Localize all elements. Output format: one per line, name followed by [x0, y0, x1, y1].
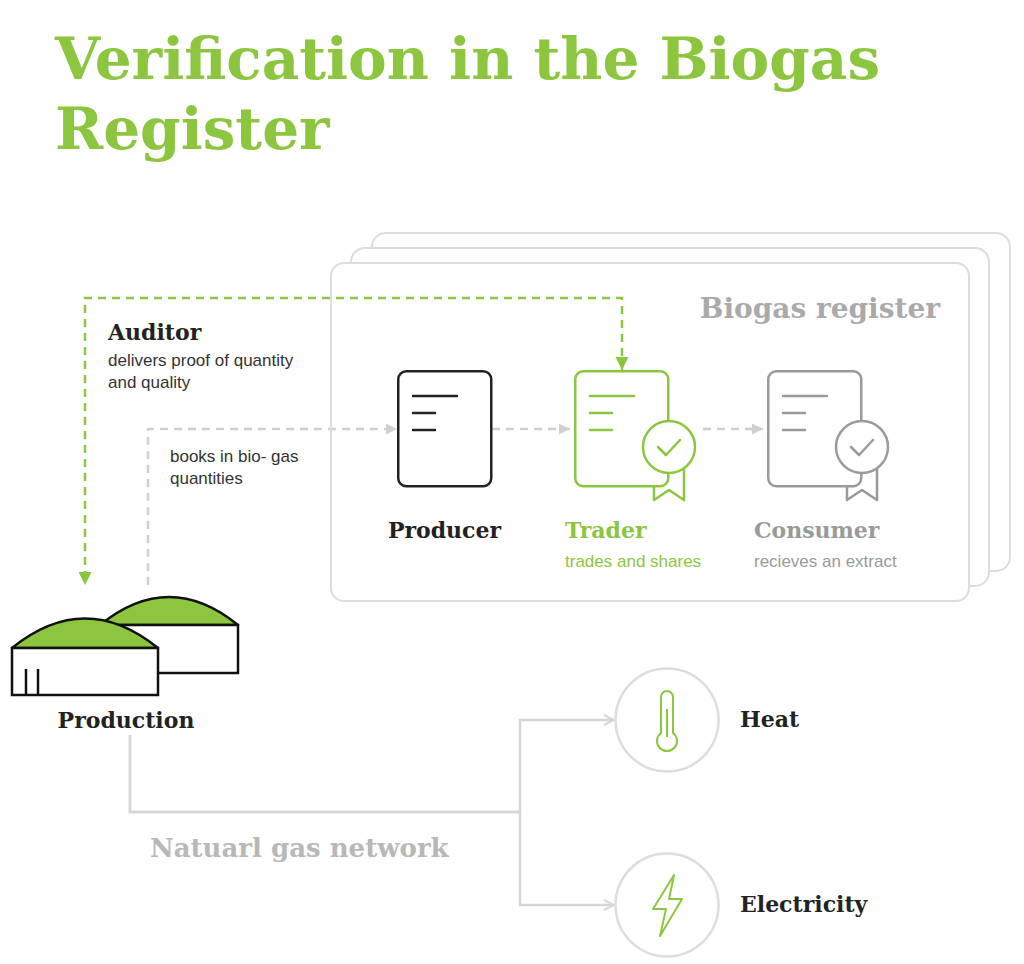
diagram-title: Verification in the Biogas Register [55, 24, 995, 164]
node-heading: Production [10, 707, 242, 733]
network-label: Natuarl gas network [150, 832, 449, 866]
electricity-circle: Electricity [614, 852, 720, 958]
node-heading: Electricity [740, 891, 867, 917]
node-caption: trades and shares [565, 552, 701, 572]
document-line [413, 395, 457, 398]
bolt-icon [653, 875, 682, 936]
tank-pipe [25, 669, 28, 695]
node-heading: Producer [357, 517, 532, 543]
register-connector [492, 428, 570, 431]
producer-document-shape [397, 370, 492, 488]
auditor-note: delivers proof of quantity and quality [108, 350, 298, 394]
gas-network-line [130, 735, 614, 905]
badge-check [658, 440, 680, 455]
document-line [413, 412, 435, 415]
node-heading: Heat [740, 706, 799, 732]
thermometer-level [666, 709, 668, 737]
document-line [590, 429, 612, 432]
node-caption: recieves an extract [754, 552, 897, 572]
document-line [783, 395, 827, 398]
gas-network-line [130, 720, 614, 812]
document-line [590, 395, 634, 398]
badge-seal [643, 421, 695, 473]
document-line [783, 412, 805, 415]
digester-tank [12, 648, 158, 695]
auditor-label: Auditor [108, 318, 201, 347]
tank-pipe [37, 669, 40, 695]
consumer-certificate: Consumerrecieves an extract [767, 370, 892, 502]
electricity-circle-shape [614, 852, 720, 958]
production-plant: Production [10, 585, 242, 735]
digester-dome [100, 597, 238, 625]
trader-certificate: Tradertrades and shares [574, 370, 699, 502]
icon-circle [616, 854, 719, 957]
document-outline [398, 371, 491, 486]
consumer-certificate-shape [767, 370, 892, 502]
node-heading: Trader [565, 517, 647, 543]
document-line [783, 429, 805, 432]
document-line [413, 429, 435, 432]
icon-circle [616, 669, 719, 772]
badge-check [851, 440, 873, 455]
register-connector [703, 428, 763, 431]
panel-heading: Biogas register [700, 292, 940, 326]
badge-seal [836, 421, 888, 473]
panel-ground [331, 263, 969, 601]
production-plant-shape [10, 585, 242, 697]
node-heading: Consumer [754, 517, 879, 543]
digester-dome [12, 619, 158, 649]
register-panel: Biogas registerProducerTradertrades and … [330, 262, 970, 602]
booking-label: books in bio- gas quantities [170, 446, 300, 490]
producer-document: Producer [397, 370, 492, 488]
trader-certificate-shape [574, 370, 699, 502]
heat-circle: Heat [614, 667, 720, 773]
thermometer-icon [657, 691, 677, 751]
document-line [590, 412, 612, 415]
booking-connector [148, 429, 397, 585]
heat-circle-shape [614, 667, 720, 773]
auditor-connector [85, 298, 622, 585]
